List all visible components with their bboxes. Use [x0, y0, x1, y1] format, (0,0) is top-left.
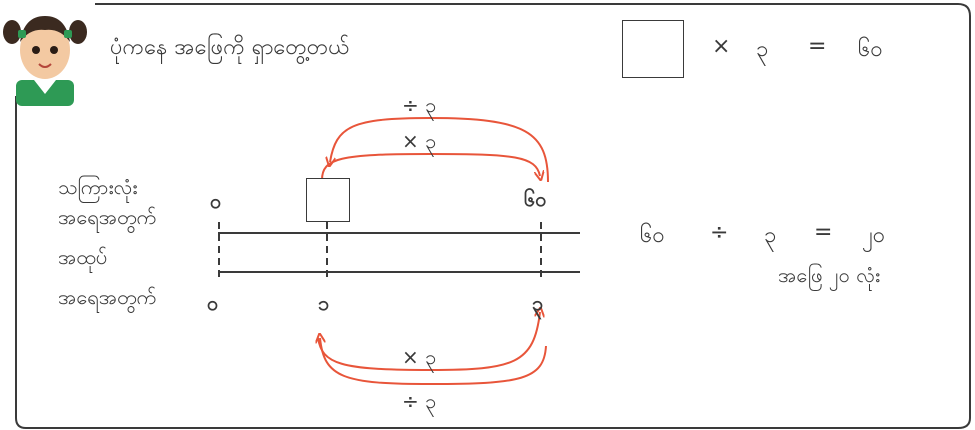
eq-right-equals: = [814, 220, 832, 245]
row-label-bottom-1: အထုပ် [58, 244, 107, 274]
arrow-top-divide [330, 118, 548, 182]
answer-value: ၂၀ [829, 263, 850, 287]
row-label-top-2: အရေအတွက် [58, 204, 156, 234]
row-label-bottom-2: အရေအတွက် [58, 284, 156, 314]
answer-unit: လုံး [856, 263, 880, 287]
eq-right-result: ၂၀ [862, 220, 885, 253]
label-arrow-top-inner: × ၃ [402, 128, 436, 158]
bottom-zero-label: ၀ [207, 290, 218, 320]
answer-box-diagram[interactable] [306, 178, 350, 222]
bottom-one-label: ၁ [318, 290, 329, 320]
eq-right-left: ၆၀ [640, 220, 665, 253]
eq-right-op: ÷ [710, 220, 728, 245]
label-arrow-bottom-inner: × ၃ [402, 344, 436, 374]
answer-line: အဖြေ ၂၀ လုံး [778, 262, 880, 292]
top-zero-label: ၀ [210, 188, 221, 218]
answer-prefix: အဖြေ [778, 263, 822, 287]
label-arrow-top-outer: ÷ ၃ [402, 92, 436, 122]
bottom-three-label: ၃ [532, 290, 543, 320]
row-label-top-1: သကြားလုံး [58, 174, 137, 204]
top-value-label: ၆၀ [524, 186, 547, 216]
label-arrow-bottom-outer: ÷ ၃ [402, 388, 436, 418]
eq-right-divisor: ၃ [764, 220, 776, 253]
